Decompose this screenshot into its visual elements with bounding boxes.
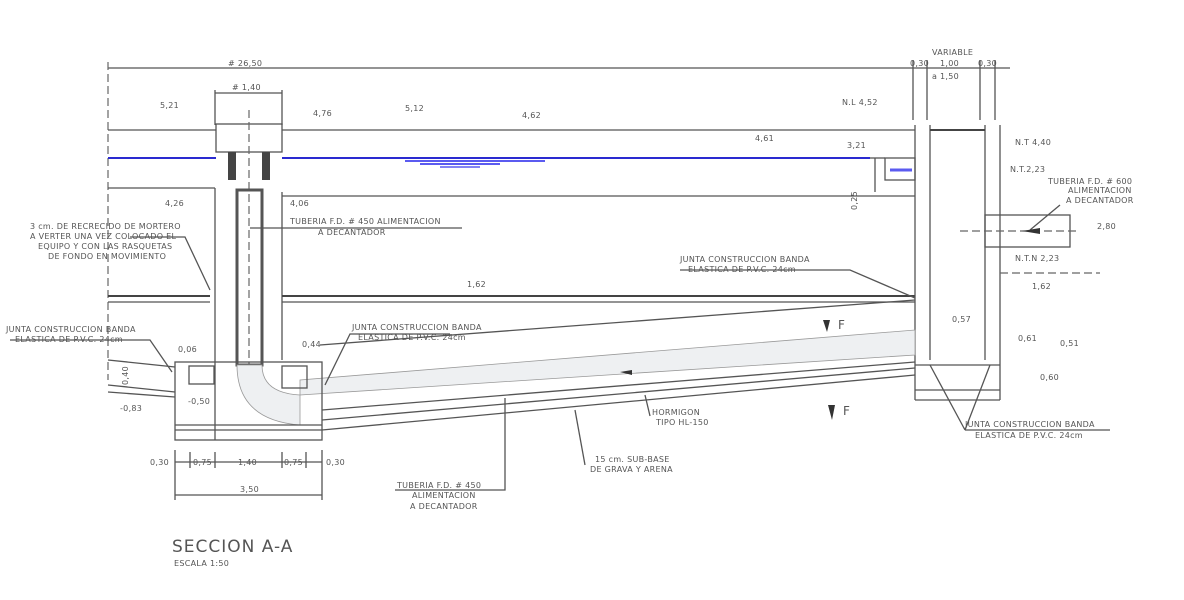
dim-040: 0,40 — [121, 366, 130, 385]
section-title: SECCION A-A — [172, 537, 293, 557]
note-line: 15 cm. SUB-BASE — [595, 455, 670, 464]
note-line: TIPO HL-150 — [655, 418, 709, 427]
note-line: ELASTICA DE P.V.C. 24cm — [358, 333, 466, 342]
dim-base-075a: 0,75 — [193, 458, 212, 467]
note-line: ALIMENTACION — [1068, 186, 1132, 195]
note-line: JUNTA CONSTRUCCION BANDA — [351, 323, 482, 332]
note-line: A DECANTADOR — [1066, 196, 1134, 205]
note-line: HORMIGON — [652, 408, 700, 417]
dim-060: 0,60 — [1040, 373, 1059, 382]
level-476: 4,76 — [313, 109, 332, 118]
level-006: 0,06 — [178, 345, 197, 354]
dim-right-100: 1,00 — [940, 59, 959, 68]
level-nt: N.T 4,40 — [1015, 138, 1051, 147]
dim-base-030a: 0,30 — [150, 458, 169, 467]
level-nl: N.L 4,52 — [842, 98, 878, 107]
note-pipe600: TUBERIA F.D. # 600 ALIMENTACION A DECANT… — [1047, 177, 1134, 205]
note-line: ELASTICA DE P.V.C. 24cm — [975, 431, 1083, 440]
dim-right-030a: 0,30 — [910, 59, 929, 68]
dim-base-140: 1,40 — [238, 458, 257, 467]
note-line: JUNTA CONSTRUCCION BANDA — [964, 420, 1095, 429]
note-line: ELASTICA DE P.V.C. 24cm — [688, 265, 796, 274]
level-162a: 1,62 — [467, 280, 486, 289]
section-scale: ESCALA 1:50 — [174, 559, 229, 568]
level-512: 5,12 — [405, 104, 424, 113]
note-line: A VERTER UNA VEZ COLOCADO EL — [30, 232, 177, 241]
dim-right-030b: 0,30 — [978, 59, 997, 68]
flow-arrow-icon — [1022, 228, 1040, 234]
level-051: 0,51 — [1060, 339, 1079, 348]
dim-right-150: a 1,50 — [932, 72, 959, 81]
note-joint-right: JUNTA CONSTRUCCION BANDA ELASTICA DE P.V… — [964, 420, 1095, 440]
dim-variable: VARIABLE — [932, 48, 973, 57]
level-m050: -0,50 — [188, 397, 210, 406]
note-line: TUBERIA F.D. # 600 — [1047, 177, 1132, 186]
level-426: 4,26 — [165, 199, 184, 208]
level-280: 2,80 — [1097, 222, 1116, 231]
note-line: JUNTA CONSTRUCCION BANDA — [5, 325, 136, 334]
note-line: TUBERIA F.D. # 450 — [396, 481, 481, 490]
note-line: TUBERIA F.D. # 450 ALIMENTACION — [289, 217, 441, 226]
level-321: 3,21 — [847, 141, 866, 150]
note-line: DE GRAVA Y ARENA — [590, 465, 673, 474]
dim-base-030b: 0,30 — [326, 458, 345, 467]
note-line: ALIMENTACION — [412, 491, 476, 500]
note-joint-center: JUNTA CONSTRUCCION BANDA ELASTICA DE P.V… — [679, 255, 810, 274]
dim-057: 0,57 — [952, 315, 971, 324]
note-line: ELASTICA DE P.V.C. 24cm — [15, 335, 123, 344]
level-461: 4,61 — [755, 134, 774, 143]
level-ntn: N.T.N 2,23 — [1015, 254, 1059, 263]
note-pipe450-top: TUBERIA F.D. # 450 ALIMENTACION A DECANT… — [289, 217, 441, 237]
level-521: 5,21 — [160, 101, 179, 110]
note-concrete: HORMIGON TIPO HL-150 — [652, 408, 709, 427]
note-line: A DECANTADOR — [318, 228, 386, 237]
note-line: JUNTA CONSTRUCCION BANDA — [679, 255, 810, 264]
note-joint-mid: JUNTA CONSTRUCCION BANDA ELASTICA DE P.V… — [351, 323, 482, 342]
force-arrow-icon — [828, 405, 835, 420]
note-line: EQUIPO Y CON LAS RASQUETAS — [38, 242, 172, 251]
dim-base-075b: 0,75 — [284, 458, 303, 467]
level-462: 4,62 — [522, 111, 541, 120]
force-label-2: F — [843, 404, 850, 418]
flow-arrow-icon — [620, 370, 632, 375]
note-line: DE FONDO EN MOVIMIENTO — [48, 252, 166, 261]
dim-total-length: # 26,50 — [228, 59, 262, 68]
level-044: 0,44 — [302, 340, 321, 349]
note-mortar: 3 cm. DE RECRECIDO DE MORTERO A VERTER U… — [30, 222, 181, 261]
force-label: F — [838, 318, 845, 332]
force-arrow-icon — [823, 320, 830, 332]
dim-base-total: 3,50 — [240, 485, 259, 494]
level-162b: 1,62 — [1032, 282, 1051, 291]
level-061: 0,61 — [1018, 334, 1037, 343]
note-line: 3 cm. DE RECRECIDO DE MORTERO — [30, 222, 181, 231]
note-joint-left: JUNTA CONSTRUCCION BANDA ELASTICA DE P.V… — [5, 325, 136, 344]
dim-025: 0,25 — [850, 191, 859, 210]
level-small-nt: N.T.2,23 — [1010, 165, 1045, 174]
water-level — [108, 157, 912, 172]
dim-column-width: # 1,40 — [232, 83, 261, 92]
level-m083: -0,83 — [120, 404, 142, 413]
note-subbase: 15 cm. SUB-BASE DE GRAVA Y ARENA — [590, 455, 673, 474]
level-406: 4,06 — [290, 199, 309, 208]
note-pipe450-bottom: TUBERIA F.D. # 450 ALIMENTACION A DECANT… — [396, 481, 481, 511]
note-line: A DECANTADOR — [410, 502, 478, 511]
structure-lines — [10, 60, 1110, 500]
